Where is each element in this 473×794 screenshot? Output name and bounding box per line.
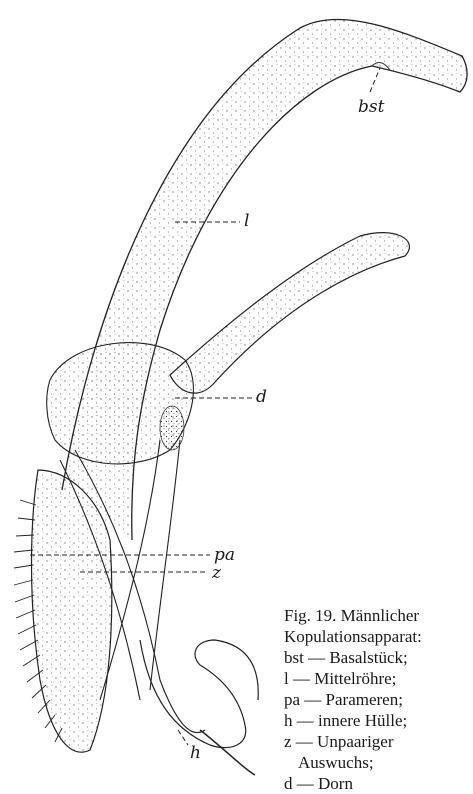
caption-title-line2: Kopulationsapparat: [284, 626, 473, 647]
caption-title-line1: Fig. 19. Männlicher [284, 605, 473, 626]
legend-entry-h: h — innere Hülle; [284, 710, 473, 731]
label-l: l [244, 211, 249, 231]
legend-entry-pa: pa — Parameren; [284, 689, 473, 710]
legend-entry-l: l — Mittelröhre; [284, 668, 473, 689]
innere-huelle-sac [47, 343, 194, 464]
label-h: h [190, 743, 201, 763]
label-d: d [256, 387, 267, 407]
label-bst: bst [358, 97, 385, 117]
label-z: z [211, 563, 222, 583]
figure-caption: Fig. 19. Männlicher Kopulationsapparat: … [284, 605, 473, 794]
legend-entry-z-cont: Auswuchs; [284, 752, 473, 773]
label-pa: pa [214, 545, 235, 565]
dorn-rod [170, 233, 409, 393]
legend-entry-d: d — Dorn [284, 773, 473, 794]
legend-entry-bst: bst — Basalstück; [284, 647, 473, 668]
legend-entry-z: z — Unpaariger [284, 731, 473, 752]
